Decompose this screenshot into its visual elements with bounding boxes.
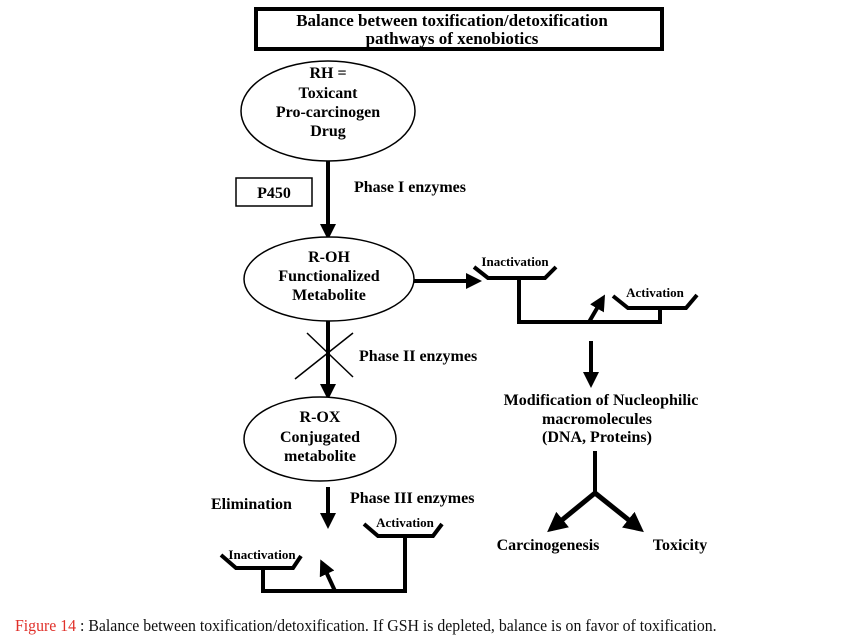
caption-text: : Balance between toxification/detoxific… bbox=[76, 616, 717, 635]
toxicity-label: Toxicity bbox=[653, 537, 708, 554]
lower-activation-label: Activation bbox=[376, 515, 435, 530]
lower-inactivation-label: Inactivation bbox=[228, 547, 296, 562]
fork-arrow-carcinogenesis bbox=[547, 491, 597, 533]
title-line-2: pathways of xenobiotics bbox=[366, 29, 539, 48]
fork-arrow-toxicity bbox=[593, 491, 644, 533]
lower-return-arrow bbox=[319, 559, 337, 592]
title-line-1: Balance between toxification/detoxificat… bbox=[296, 11, 608, 30]
upper-inactivation-label: Inactivation bbox=[481, 254, 549, 269]
lower-inactivation-tray: Inactivation bbox=[219, 547, 303, 570]
phase3-label: Phase III enzymes bbox=[350, 490, 474, 507]
figure-number: Figure 14 bbox=[15, 616, 77, 635]
figure-caption: Figure 14 : Balance between toxification… bbox=[15, 616, 717, 636]
node-rh-line-3: Pro-carcinogen bbox=[276, 104, 380, 121]
node-roh-line-2: Functionalized bbox=[278, 268, 379, 285]
p450-label: P450 bbox=[257, 185, 291, 202]
modification-line-1: Modification of Nucleophilic bbox=[504, 392, 699, 409]
blocked-cross-icon bbox=[294, 332, 354, 380]
node-roh-line-1: R-OH bbox=[308, 249, 350, 266]
modification-line-3: (DNA, Proteins) bbox=[542, 429, 652, 446]
phase1-label: Phase I enzymes bbox=[354, 179, 466, 196]
phase2-label: Phase II enzymes bbox=[359, 348, 477, 365]
modification-line-2: macromolecules bbox=[542, 411, 652, 428]
node-roh: R-OH Functionalized Metabolite bbox=[243, 236, 415, 322]
lower-activation-tray: Activation bbox=[362, 515, 444, 538]
upper-activation-label: Activation bbox=[626, 285, 685, 300]
node-rh-line-1: RH = bbox=[309, 65, 346, 82]
lower-connector bbox=[261, 536, 407, 593]
node-rox-line-1: R-OX bbox=[300, 409, 341, 426]
upper-inactivation-tray: Inactivation bbox=[472, 254, 558, 280]
node-rox-line-2: Conjugated bbox=[280, 429, 360, 446]
node-rh-line-4: Drug bbox=[310, 123, 346, 140]
node-rox: R-OX Conjugated metabolite bbox=[243, 396, 397, 482]
p450-box: P450 bbox=[235, 177, 313, 207]
upper-activation-tray: Activation bbox=[611, 285, 699, 310]
node-roh-line-3: Metabolite bbox=[292, 287, 366, 304]
elimination-label: Elimination bbox=[211, 496, 292, 513]
node-rh-line-2: Toxicant bbox=[299, 85, 359, 102]
upper-activation-arrow bbox=[587, 294, 606, 324]
title-box: Balance between toxification/detoxificat… bbox=[254, 7, 664, 51]
carcinogenesis-label: Carcinogenesis bbox=[497, 537, 600, 554]
node-rox-line-3: metabolite bbox=[284, 448, 356, 465]
node-rh: RH = Toxicant Pro-carcinogen Drug bbox=[240, 60, 416, 162]
